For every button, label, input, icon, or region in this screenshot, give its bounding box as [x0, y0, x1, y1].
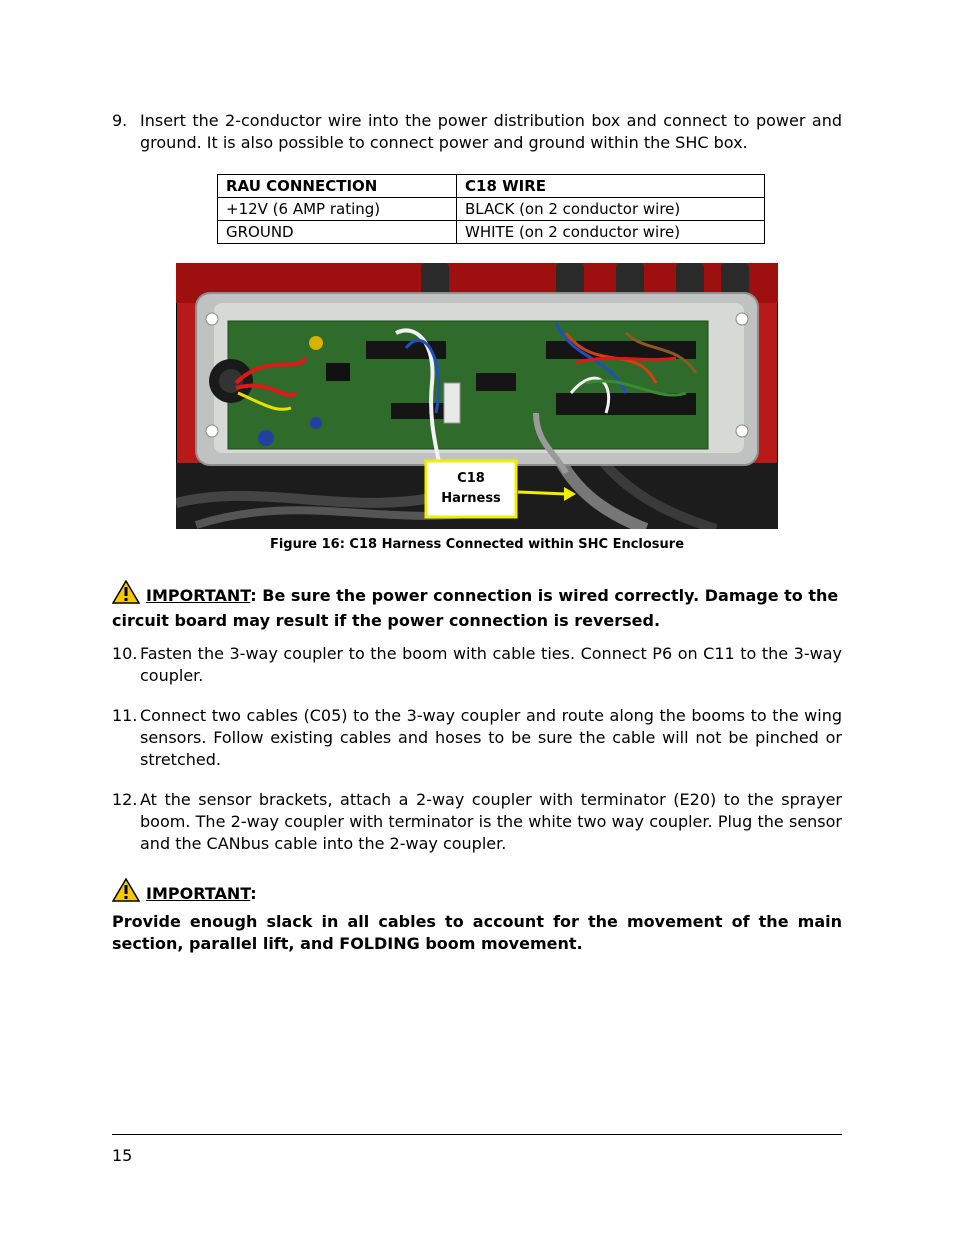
step-number: 10.: [112, 644, 138, 663]
callout-c18: C18: [457, 471, 485, 486]
warning-icon: [111, 579, 141, 610]
table-cell: GROUND: [217, 220, 457, 244]
important-text: : Be sure the power connection is wired …: [112, 586, 839, 630]
important-note-1: IMPORTANT: Be sure the power connection …: [111, 579, 842, 632]
shc-enclosure-photo: C18 Harness: [174, 262, 779, 535]
step-9: 9. Insert the 2-conductor wire into the …: [112, 110, 842, 154]
callout-harness: Harness: [441, 491, 501, 506]
table-cell: WHITE (on 2 conductor wire): [456, 220, 765, 244]
warning-icon: [111, 877, 141, 908]
table-header-row: RAU CONNECTION C18 WIRE: [217, 174, 765, 198]
page-number: 15: [112, 1146, 133, 1165]
wire-connection-table: RAU CONNECTION C18 WIRE +12V (6 AMP rati…: [217, 174, 765, 244]
step-text: Fasten the 3-way coupler to the boom wit…: [140, 644, 842, 685]
step-text: Connect two cables (C05) to the 3-way co…: [140, 706, 842, 769]
important-keyword: IMPORTANT: [146, 586, 251, 605]
step-number: 12.: [112, 790, 138, 809]
table-cell: +12V (6 AMP rating): [217, 197, 457, 221]
step-11: 11. Connect two cables (C05) to the 3-wa…: [112, 705, 842, 771]
step-text: Insert the 2-conductor wire into the pow…: [140, 111, 842, 152]
step-number: 11.: [112, 706, 138, 725]
important-keyword: IMPORTANT: [146, 884, 251, 903]
step-12: 12. At the sensor brackets, attach a 2-w…: [112, 789, 842, 855]
table-row: +12V (6 AMP rating) BLACK (on 2 conducto…: [217, 197, 765, 221]
important-note-2-text: Provide enough slack in all cables to ac…: [112, 912, 842, 953]
table-row: GROUND WHITE (on 2 conductor wire): [217, 220, 765, 244]
step-number: 9.: [112, 111, 128, 130]
table-cell: BLACK (on 2 conductor wire): [456, 197, 765, 221]
footer-divider: [112, 1134, 842, 1135]
step-10: 10. Fasten the 3-way coupler to the boom…: [112, 643, 842, 687]
table-header: C18 WIRE: [456, 174, 765, 198]
step-text: At the sensor brackets, attach a 2-way c…: [140, 790, 842, 853]
important-note-2-heading: IMPORTANT:: [111, 877, 842, 908]
table-header: RAU CONNECTION: [217, 174, 457, 198]
important-colon: :: [250, 884, 257, 903]
figure-caption: Figure 16: C18 Harness Connected within …: [269, 537, 685, 552]
